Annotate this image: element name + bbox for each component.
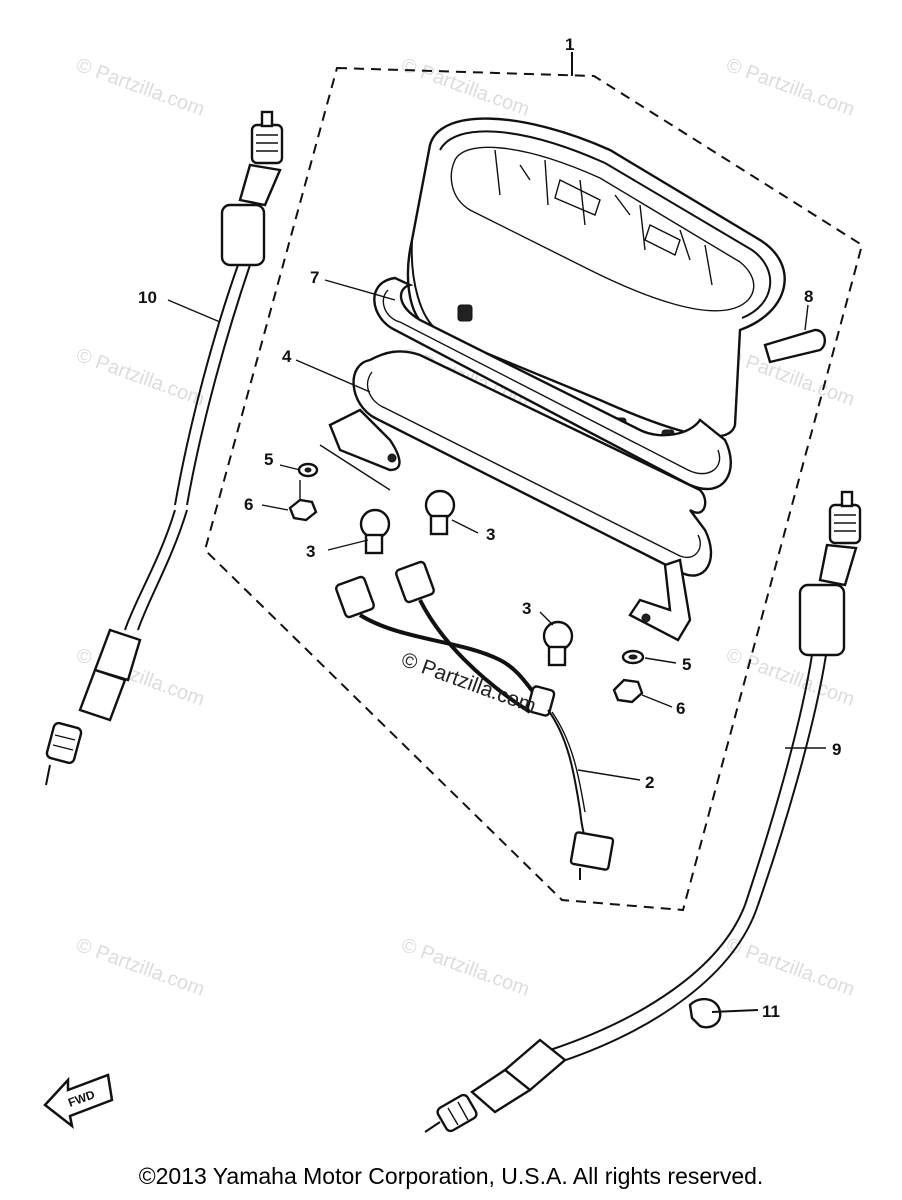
cable-left: [45, 110, 284, 786]
callout-1: 1: [565, 35, 574, 54]
watermark: © Partzilla.com: [723, 54, 857, 121]
washer-nut-left: [288, 444, 391, 522]
meter-housing: [406, 117, 827, 449]
callout-9: 9: [832, 740, 841, 759]
callouts: 1 10 7 8 4 5 6 3 3 3 5 6 2 9 11: [138, 35, 841, 1021]
copyright-notice: ©2013 Yamaha Motor Corporation, U.S.A. A…: [138, 1163, 764, 1189]
leader-lines: [167, 279, 826, 781]
wire-harness: [335, 560, 615, 880]
bracket: [328, 350, 713, 642]
bulb-left: [359, 508, 391, 555]
assembly-boundary: [203, 66, 864, 912]
callout-7: 7: [310, 268, 319, 287]
callout-5a: 5: [264, 450, 273, 469]
bulb-middle: [424, 489, 456, 536]
callout-8: 8: [804, 287, 813, 306]
gasket: [373, 276, 732, 491]
callout-3a: 3: [306, 542, 315, 561]
callout-11: 11: [762, 1002, 780, 1021]
watermark: © Partzilla.com: [73, 54, 207, 121]
watermark: © Partzilla.com: [398, 934, 532, 1001]
callout-2: 2: [645, 773, 654, 792]
watermark: © Partzilla.com: [723, 934, 857, 1001]
callout-3b: 3: [486, 525, 495, 544]
bulb-right: [542, 620, 574, 667]
fwd-arrow-icon: FWD: [43, 1073, 114, 1130]
callout-6b: 6: [676, 699, 685, 718]
callout-10: 10: [138, 288, 157, 307]
cable-clamp: [688, 997, 759, 1029]
callout-3c: 3: [522, 599, 531, 618]
callout-6a: 6: [244, 495, 253, 514]
cable-right: [424, 490, 862, 1133]
watermark-center: © Partzilla.com: [398, 648, 539, 718]
callout-5b: 5: [682, 655, 691, 674]
callout-4: 4: [282, 347, 292, 366]
watermark: © Partzilla.com: [398, 54, 532, 121]
washer-nut-right: [612, 649, 645, 704]
watermark: © Partzilla.com: [73, 344, 207, 411]
watermark: © Partzilla.com: [73, 934, 207, 1001]
